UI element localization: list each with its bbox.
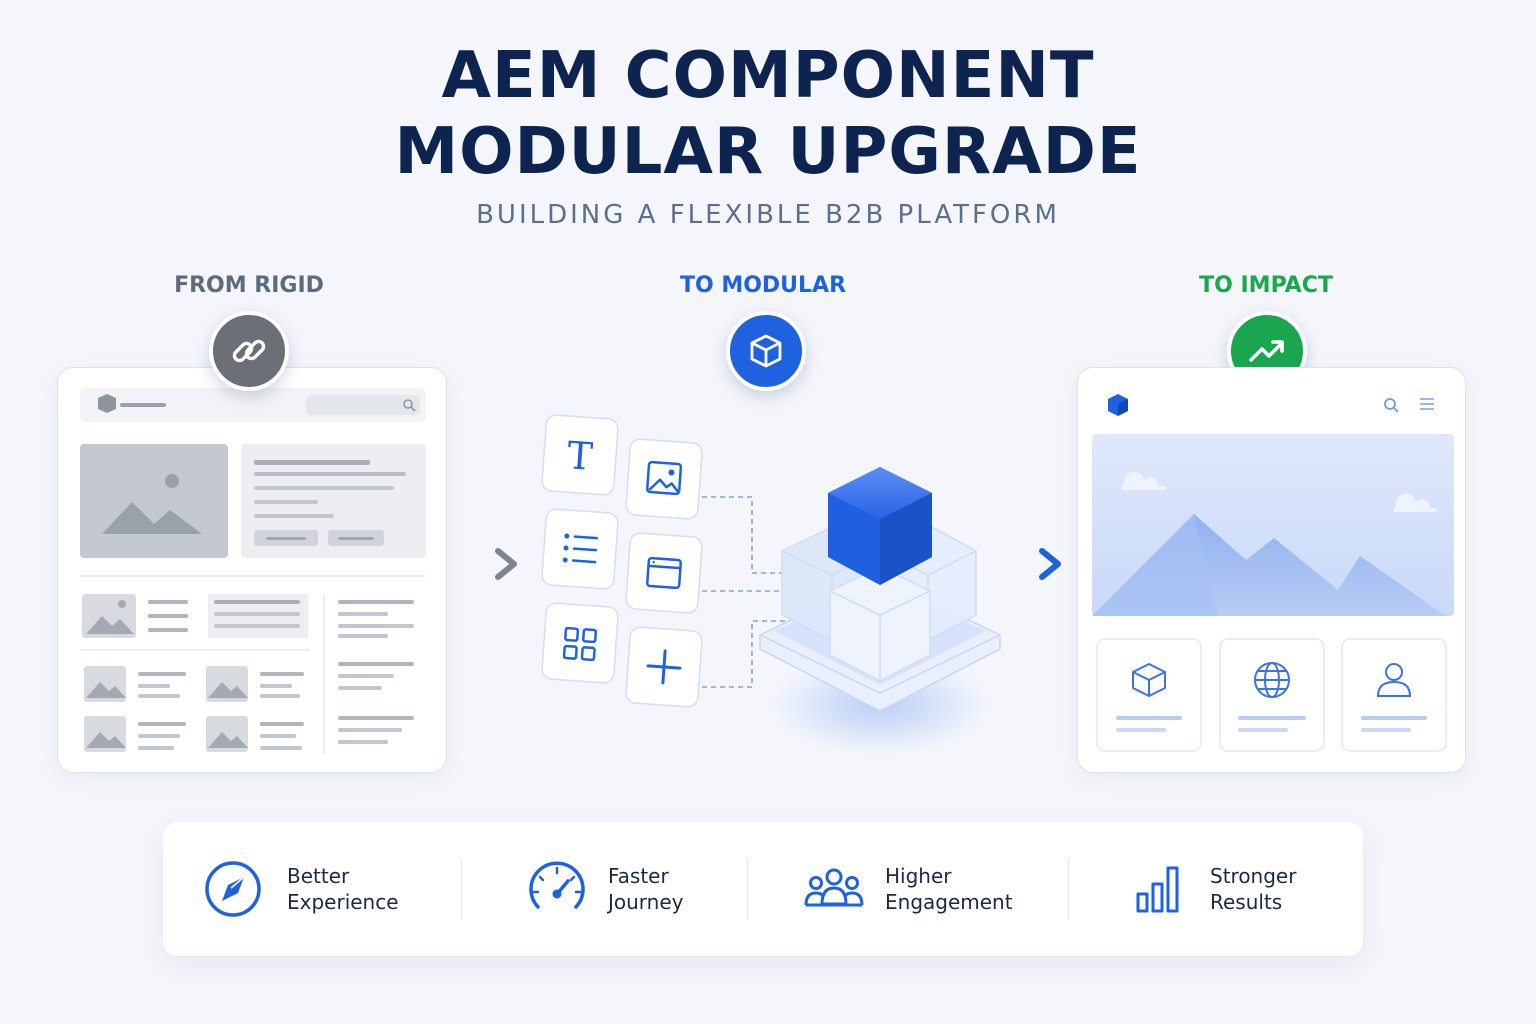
page-title-line1: AEM COMPONENT	[441, 39, 1095, 113]
user-icon	[1376, 663, 1412, 697]
benefit-divider	[747, 858, 748, 920]
trending-up-icon	[1249, 340, 1284, 362]
stage-label-modular: TO MODULAR	[679, 273, 847, 298]
modular-layout-panel	[1077, 367, 1466, 773]
plus-icon	[625, 626, 703, 708]
page-subtitle: BUILDING A FLEXIBLE B2B PLATFORM	[476, 200, 1060, 230]
arrow-right-icon	[1006, 548, 1061, 580]
benefit-line1: Faster	[608, 864, 669, 888]
stage-circle-modular	[726, 311, 806, 391]
modular-components-illustration: T	[541, 414, 1001, 755]
benefit-line2: Results	[1210, 890, 1283, 914]
image-icon	[625, 438, 703, 520]
rigid-layout-wireframe	[80, 388, 426, 754]
globe-icon	[1254, 662, 1290, 698]
stage-circle-rigid	[209, 311, 289, 391]
page-title-line2: MODULAR UPGRADE	[394, 115, 1142, 189]
compass-icon	[205, 861, 261, 917]
benefit-line2: Journey	[608, 890, 684, 914]
benefit-line2: Experience	[287, 890, 399, 914]
bar-chart-icon	[1136, 866, 1179, 913]
users-icon	[804, 868, 864, 907]
rigid-layout-panel	[57, 367, 447, 773]
benefit-stronger-results: Stronger Results	[1135, 822, 1296, 956]
stage-label-impact: TO IMPACT	[1199, 273, 1333, 298]
list-icon	[541, 508, 619, 590]
benefit-line1: Higher	[885, 864, 952, 888]
link-icon	[232, 339, 266, 363]
arrow-right-icon	[462, 548, 517, 580]
benefit-faster-journey: Faster Journey	[526, 822, 684, 956]
benefit-better-experience: Better Experience	[203, 822, 399, 956]
benefit-divider	[1068, 858, 1069, 920]
svg-text:T: T	[566, 433, 594, 479]
benefit-divider	[461, 858, 462, 920]
benefit-line1: Better	[287, 864, 350, 888]
stage-label-rigid: FROM RIGID	[174, 273, 324, 298]
benefit-line1: Stronger	[1210, 864, 1297, 888]
text-icon: T	[541, 414, 619, 496]
benefits-bar: Better Experience Faster Journey	[163, 822, 1363, 956]
grid-icon	[541, 602, 619, 684]
modular-layout-wireframe	[1092, 394, 1454, 752]
cube-icon	[750, 334, 782, 368]
speedometer-icon	[529, 861, 585, 909]
benefit-line2: Engagement	[885, 890, 1013, 914]
window-icon	[625, 532, 703, 614]
benefit-higher-engagement: Higher Engagement	[803, 822, 1013, 956]
cube-icon	[1132, 663, 1166, 697]
